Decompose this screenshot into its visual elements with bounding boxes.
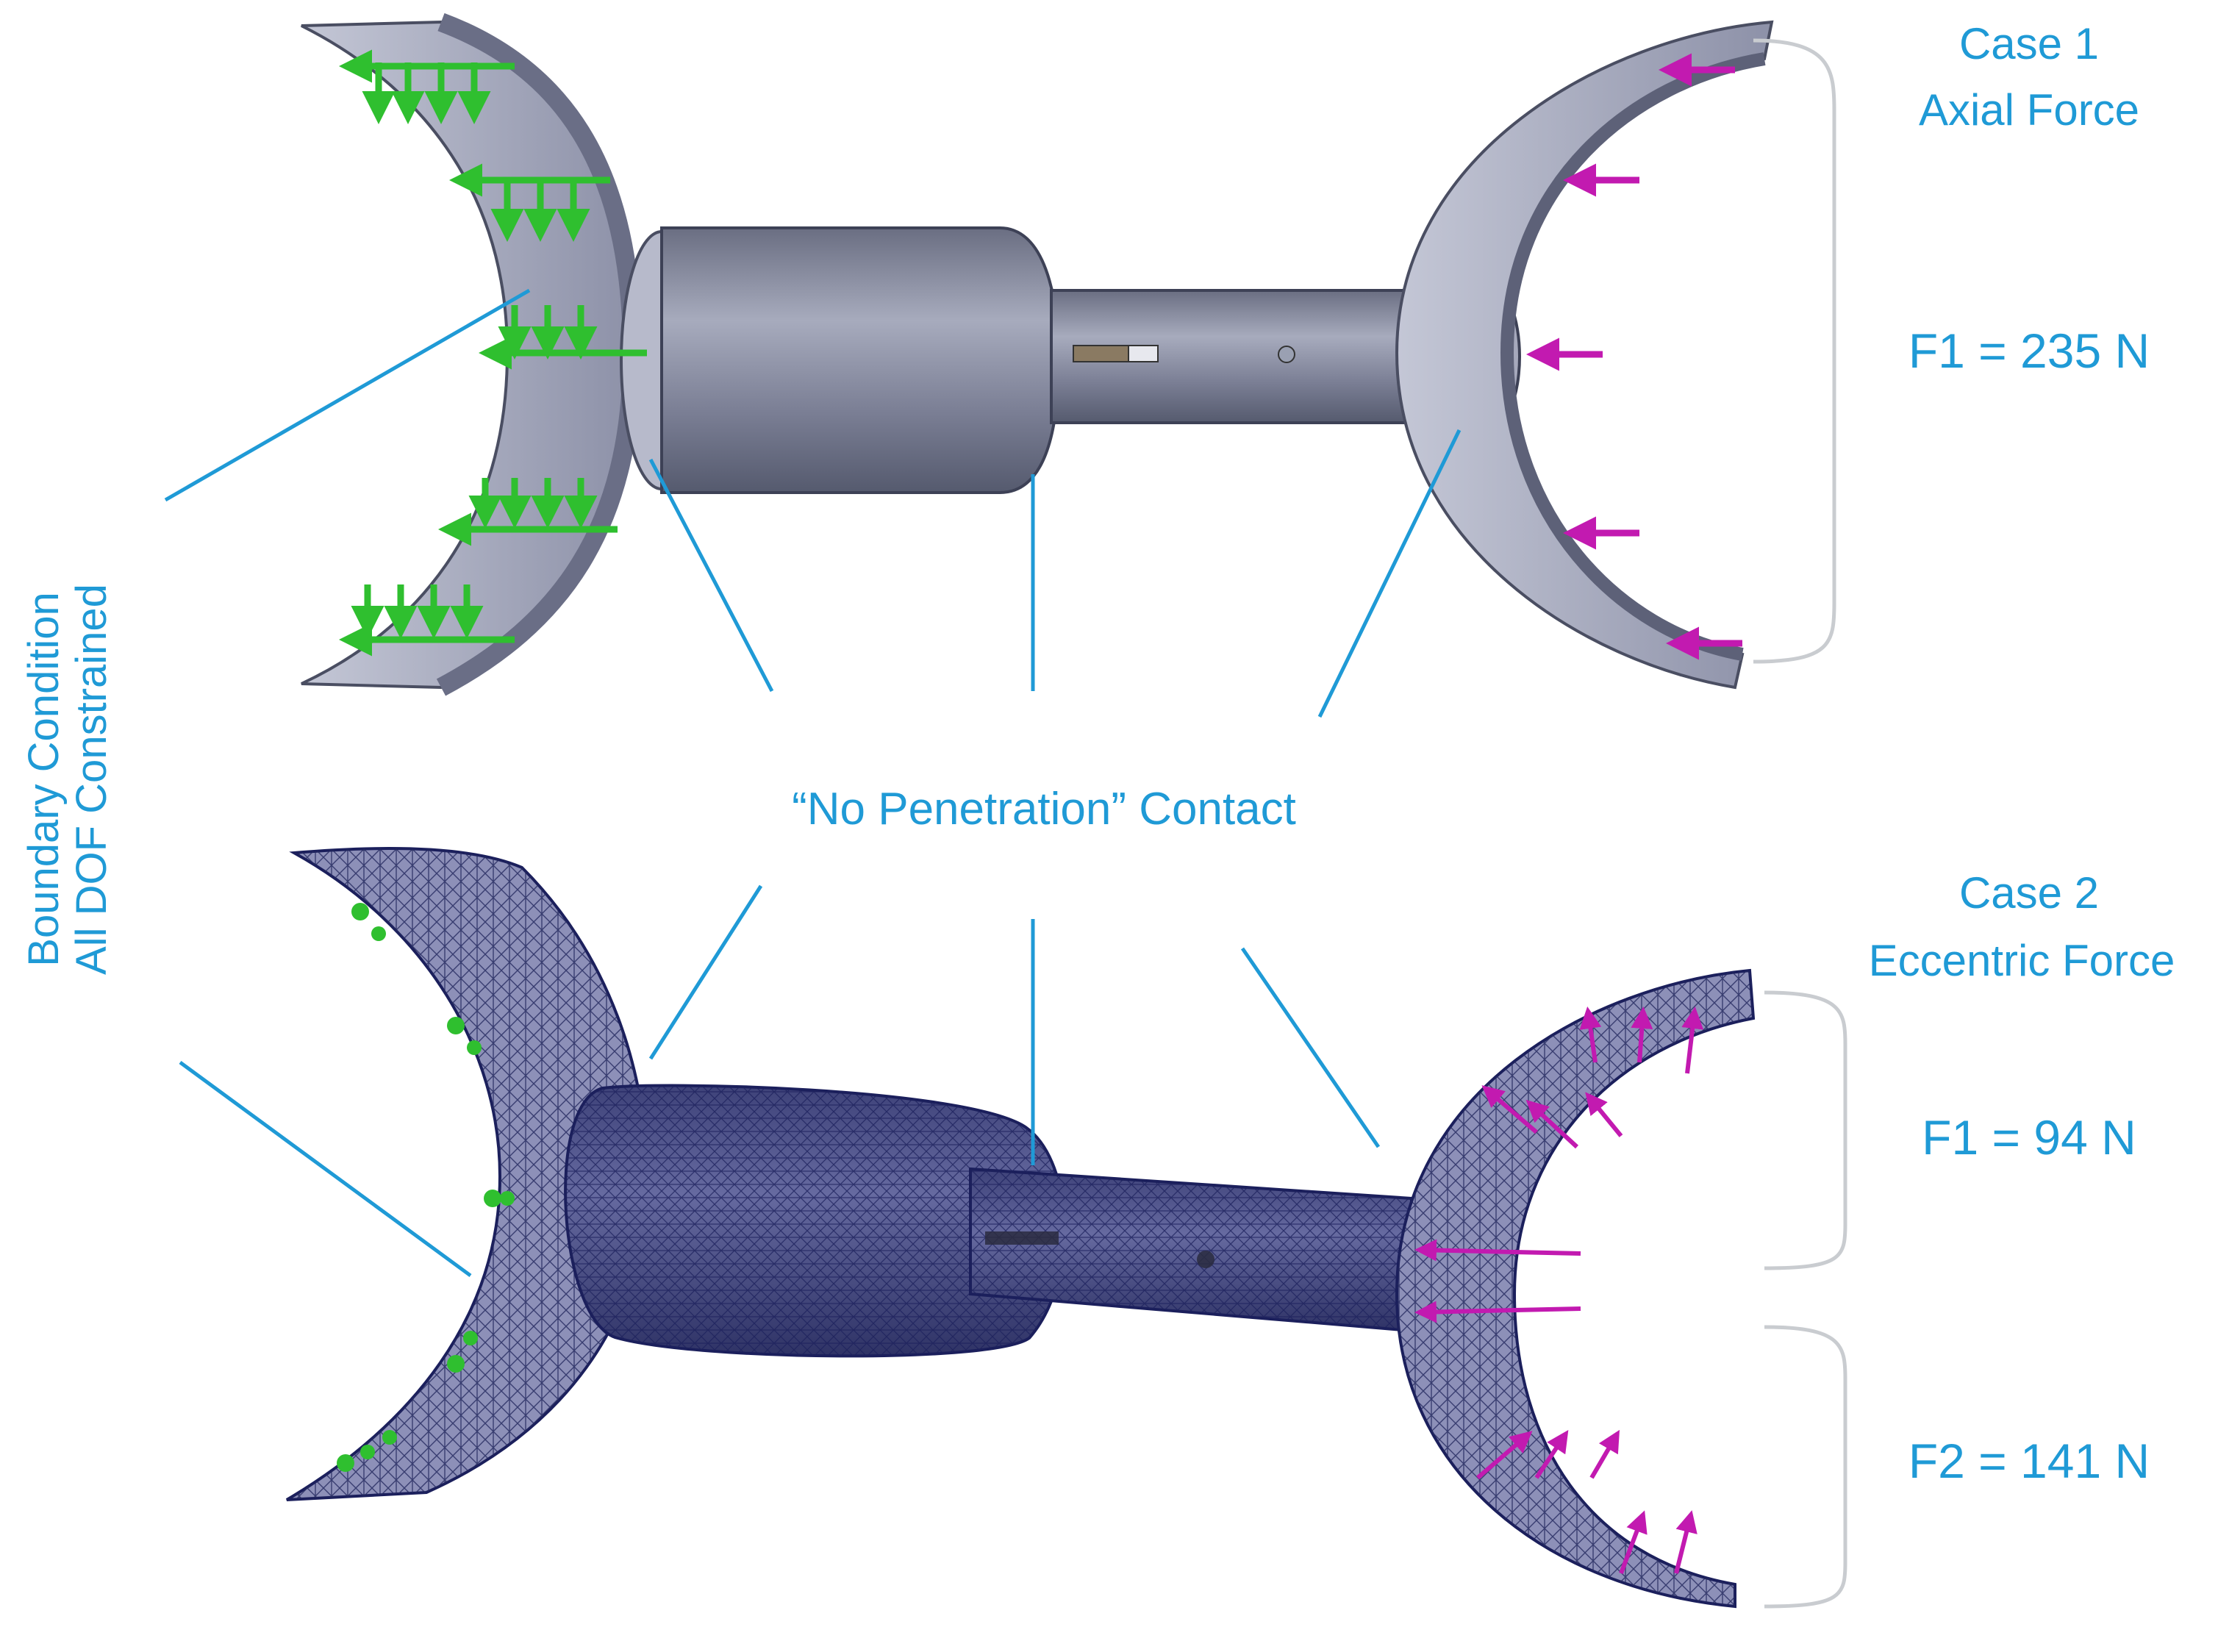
case2-mesh-assembly — [285, 847, 1756, 1609]
case1-axial-load-arrows — [1526, 53, 1742, 660]
case1-large-cylinder — [660, 226, 1061, 494]
boundary-condition-label: Boundary Condition All DOF Constrained — [20, 544, 168, 1015]
boundary-condition-line1: Boundary Condition — [20, 592, 68, 967]
case2-title: Case 2 — [1958, 868, 2100, 918]
case2-f1-label: F1 = 94 N — [1922, 1110, 2136, 1165]
case2-f2-bracket — [1764, 1325, 1847, 1609]
contact-leader-3 — [1317, 429, 1462, 718]
contact-leader-6 — [1240, 947, 1381, 1148]
annotation-leader-lines — [164, 288, 1462, 1278]
case2-eccentric-load-arrows — [1414, 1006, 1704, 1575]
bc-leader-bottom — [179, 1060, 472, 1278]
no-penetration-contact-label: “No Penetration” Contact — [792, 784, 1296, 834]
case1-f1-label: F1 = 235 N — [1908, 323, 2150, 378]
case2-subtitle: Eccentric Force — [1868, 936, 2175, 985]
case2-constraint-markers — [337, 903, 515, 1472]
case1-title: Case 1 — [1958, 19, 2100, 68]
bc-leader-top — [164, 288, 531, 502]
contact-leader-1 — [648, 458, 774, 693]
case2-f2-label: F2 = 141 N — [1908, 1434, 2150, 1488]
case1-constraint-arrows — [339, 49, 647, 657]
case1-bracket — [1753, 38, 1836, 664]
boundary-condition-line2: All DOF Constrained — [67, 584, 115, 975]
force-brackets — [1753, 38, 1847, 1609]
contact-leader-4 — [648, 884, 763, 1060]
case1-subtitle: Axial Force — [1918, 85, 2140, 135]
case2-f1-bracket — [1764, 990, 1847, 1270]
